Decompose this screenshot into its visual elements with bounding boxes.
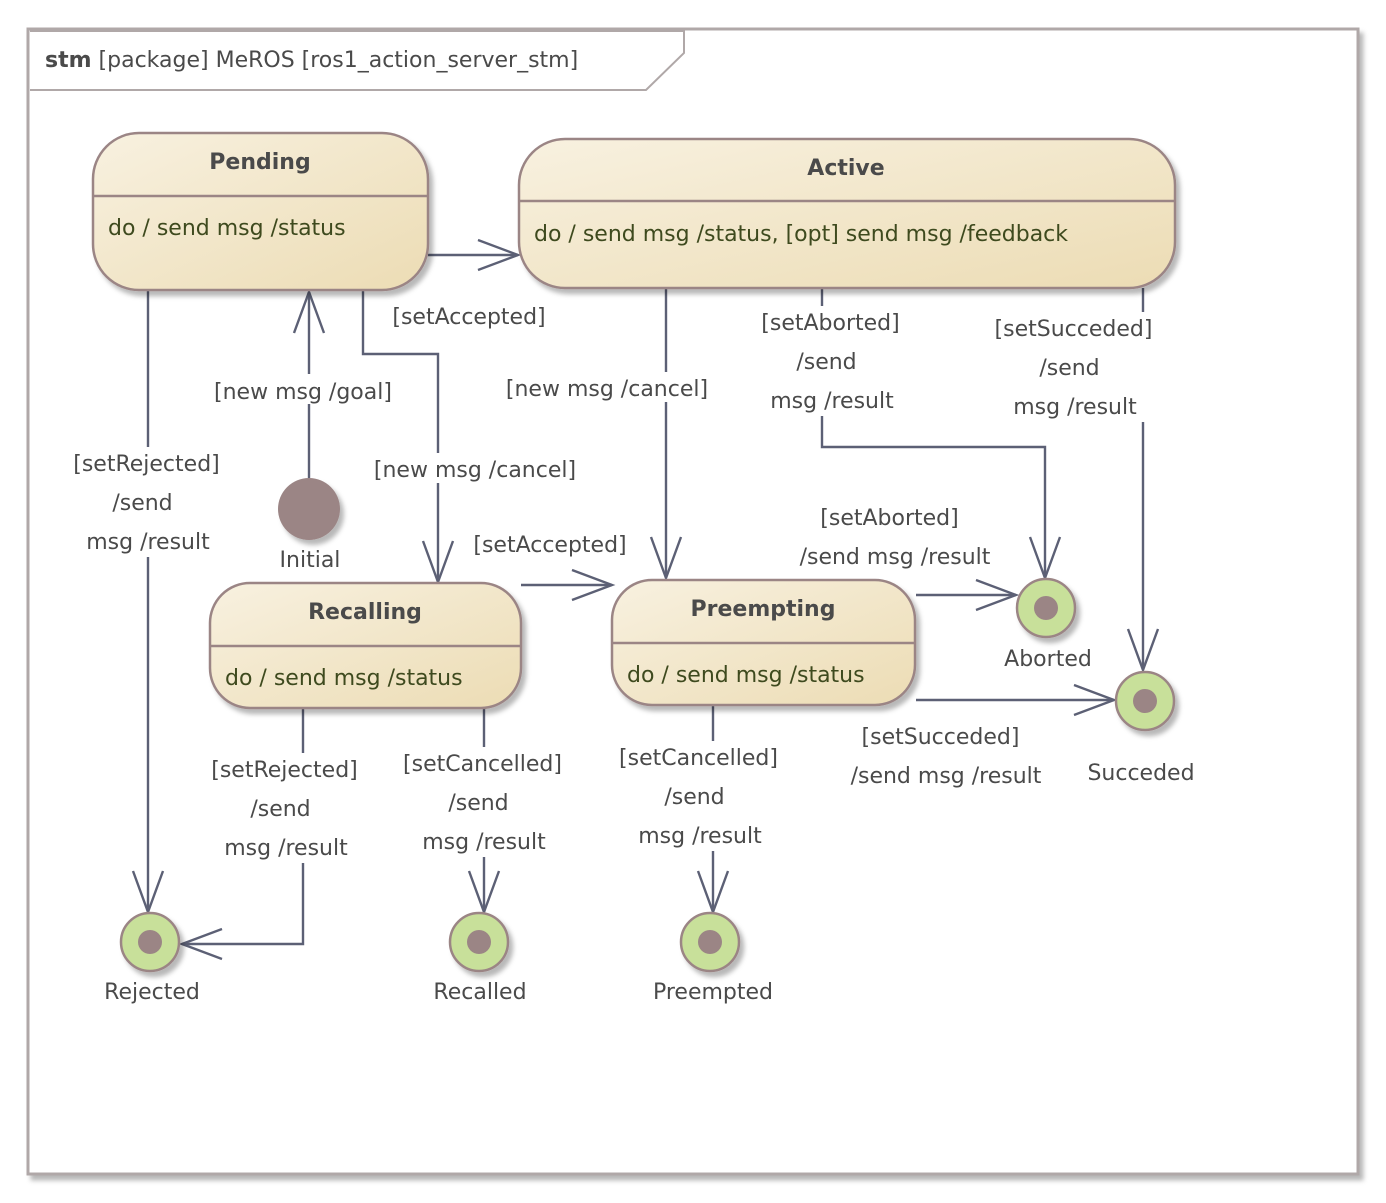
arrowhead [1073, 683, 1118, 717]
label-initial-pending: [new msg /goal] [214, 380, 392, 405]
arrowhead [649, 536, 683, 582]
initial-label: Initial [280, 548, 341, 573]
label-preempting-preempted: [setCancelled] /send msg /result [619, 746, 785, 849]
frame-title: stm [package] MeROS [ros1_action_server_… [45, 48, 578, 73]
label-preempting-succeded: [setSucceded] /send msg /result [851, 725, 1042, 789]
final-state-recalled[interactable]: Recalled [433, 911, 527, 1005]
state-preempting[interactable]: Preempting do / send msg /status [610, 578, 917, 707]
state-pending-name: Pending [209, 150, 310, 175]
arrowhead [975, 578, 1020, 612]
label-active-preempting: [new msg /cancel] [506, 377, 708, 402]
state-preempting-name: Preempting [691, 597, 836, 622]
label-recalling-preempting: [setAccepted] [473, 533, 626, 558]
frame-keyword: stm [45, 48, 92, 73]
frame-name: [package] MeROS [ros1_action_server_stm] [99, 48, 579, 73]
label-pending-recalling: [new msg /cancel] [374, 458, 576, 483]
label-recalling-recalled: [setCancelled] /send msg /result [403, 752, 569, 855]
label-preempting-aborted: [setAborted] /send msg /result [800, 506, 991, 570]
initial-pseudostate[interactable]: Initial [278, 478, 340, 573]
arrowhead [292, 288, 326, 334]
arrowhead [467, 870, 501, 916]
state-recalling-name: Recalling [308, 600, 422, 625]
final-state-rejected[interactable]: Rejected [104, 911, 200, 1005]
label-pending-active: [setAccepted] [392, 305, 545, 330]
state-preempting-activity: do / send msg /status [627, 663, 865, 688]
state-active-activity: do / send msg /status, [opt] send msg /f… [534, 222, 1068, 247]
arrowhead [571, 568, 616, 602]
label-pending-rejected: [setRejected] /send msg /result [73, 452, 227, 555]
label-active-succeded: [setSucceded] /send msg /result [995, 317, 1160, 420]
state-recalling-activity: do / send msg /status [225, 666, 463, 691]
state-active-name: Active [807, 156, 884, 181]
arrowhead [178, 927, 223, 961]
label-recalling-rejected: [setRejected] /send msg /result [211, 758, 365, 861]
recalled-label: Recalled [433, 980, 526, 1005]
final-state-aborted[interactable]: Aborted [1004, 577, 1092, 672]
preempted-label: Preempted [653, 980, 773, 1005]
final-state-preempted[interactable]: Preempted [653, 911, 773, 1005]
aborted-label: Aborted [1004, 647, 1092, 672]
state-pending[interactable]: Pending do / send msg /status [91, 131, 430, 292]
succeded-label: Succeded [1087, 761, 1194, 786]
state-active[interactable]: Active do / send msg /status, [opt] send… [517, 137, 1177, 290]
transition-labels: [setAccepted] [new msg /goal] [new msg /… [68, 305, 1166, 863]
arrowhead [1126, 628, 1160, 674]
label-active-aborted: [setAborted] /send msg /result [761, 311, 906, 414]
state-pending-activity: do / send msg /status [108, 216, 346, 241]
final-state-succeded[interactable]: Succeded [1087, 670, 1195, 786]
state-recalling[interactable]: Recalling do / send msg /status [208, 581, 523, 710]
arrowhead [477, 238, 522, 272]
rejected-label: Rejected [104, 980, 200, 1005]
